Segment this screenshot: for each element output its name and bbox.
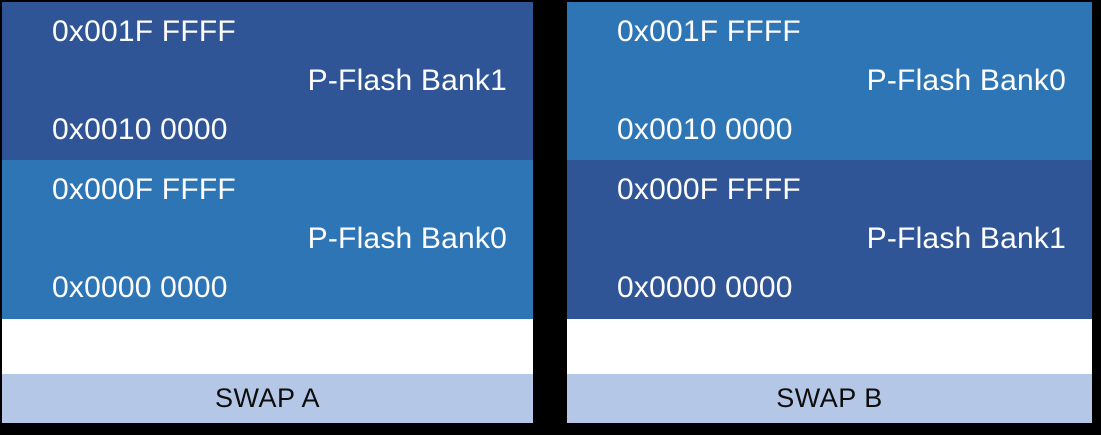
bank-name-label: P-Flash Bank1	[866, 222, 1066, 255]
memory-block-bank1: 0x001F FFFF P-Flash Bank1 0x0010 0000	[2, 2, 533, 160]
memory-block-bank0: 0x001F FFFF P-Flash Bank0 0x0010 0000	[567, 2, 1092, 160]
spacer	[2, 319, 533, 374]
address-bottom: 0x0010 0000	[617, 113, 793, 146]
address-top: 0x001F FFFF	[52, 15, 236, 48]
spacer	[567, 319, 1092, 374]
swap-b-label: SWAP B	[776, 383, 883, 413]
bank-name-label: P-Flash Bank0	[866, 64, 1066, 97]
swap-b-bar: SWAP B	[567, 374, 1092, 423]
address-top: 0x000F FFFF	[617, 173, 801, 206]
address-bottom: 0x0010 0000	[52, 113, 228, 146]
address-top: 0x001F FFFF	[617, 15, 801, 48]
swap-a-label: SWAP A	[214, 383, 321, 413]
bank-name-label: P-Flash Bank1	[307, 64, 507, 97]
panel-swap-b: 0x001F FFFF P-Flash Bank0 0x0010 0000 0x…	[567, 2, 1092, 423]
address-bottom: 0x0000 0000	[617, 271, 793, 304]
address-bottom: 0x0000 0000	[52, 271, 228, 304]
memory-block-bank1: 0x000F FFFF P-Flash Bank1 0x0000 0000	[567, 160, 1092, 319]
swap-a-bar: SWAP A	[2, 374, 533, 423]
panel-swap-a: 0x001F FFFF P-Flash Bank1 0x0010 0000 0x…	[2, 2, 533, 423]
bank-name-label: P-Flash Bank0	[307, 222, 507, 255]
memory-block-bank0: 0x000F FFFF P-Flash Bank0 0x0000 0000	[2, 160, 533, 319]
address-top: 0x000F FFFF	[52, 173, 236, 206]
